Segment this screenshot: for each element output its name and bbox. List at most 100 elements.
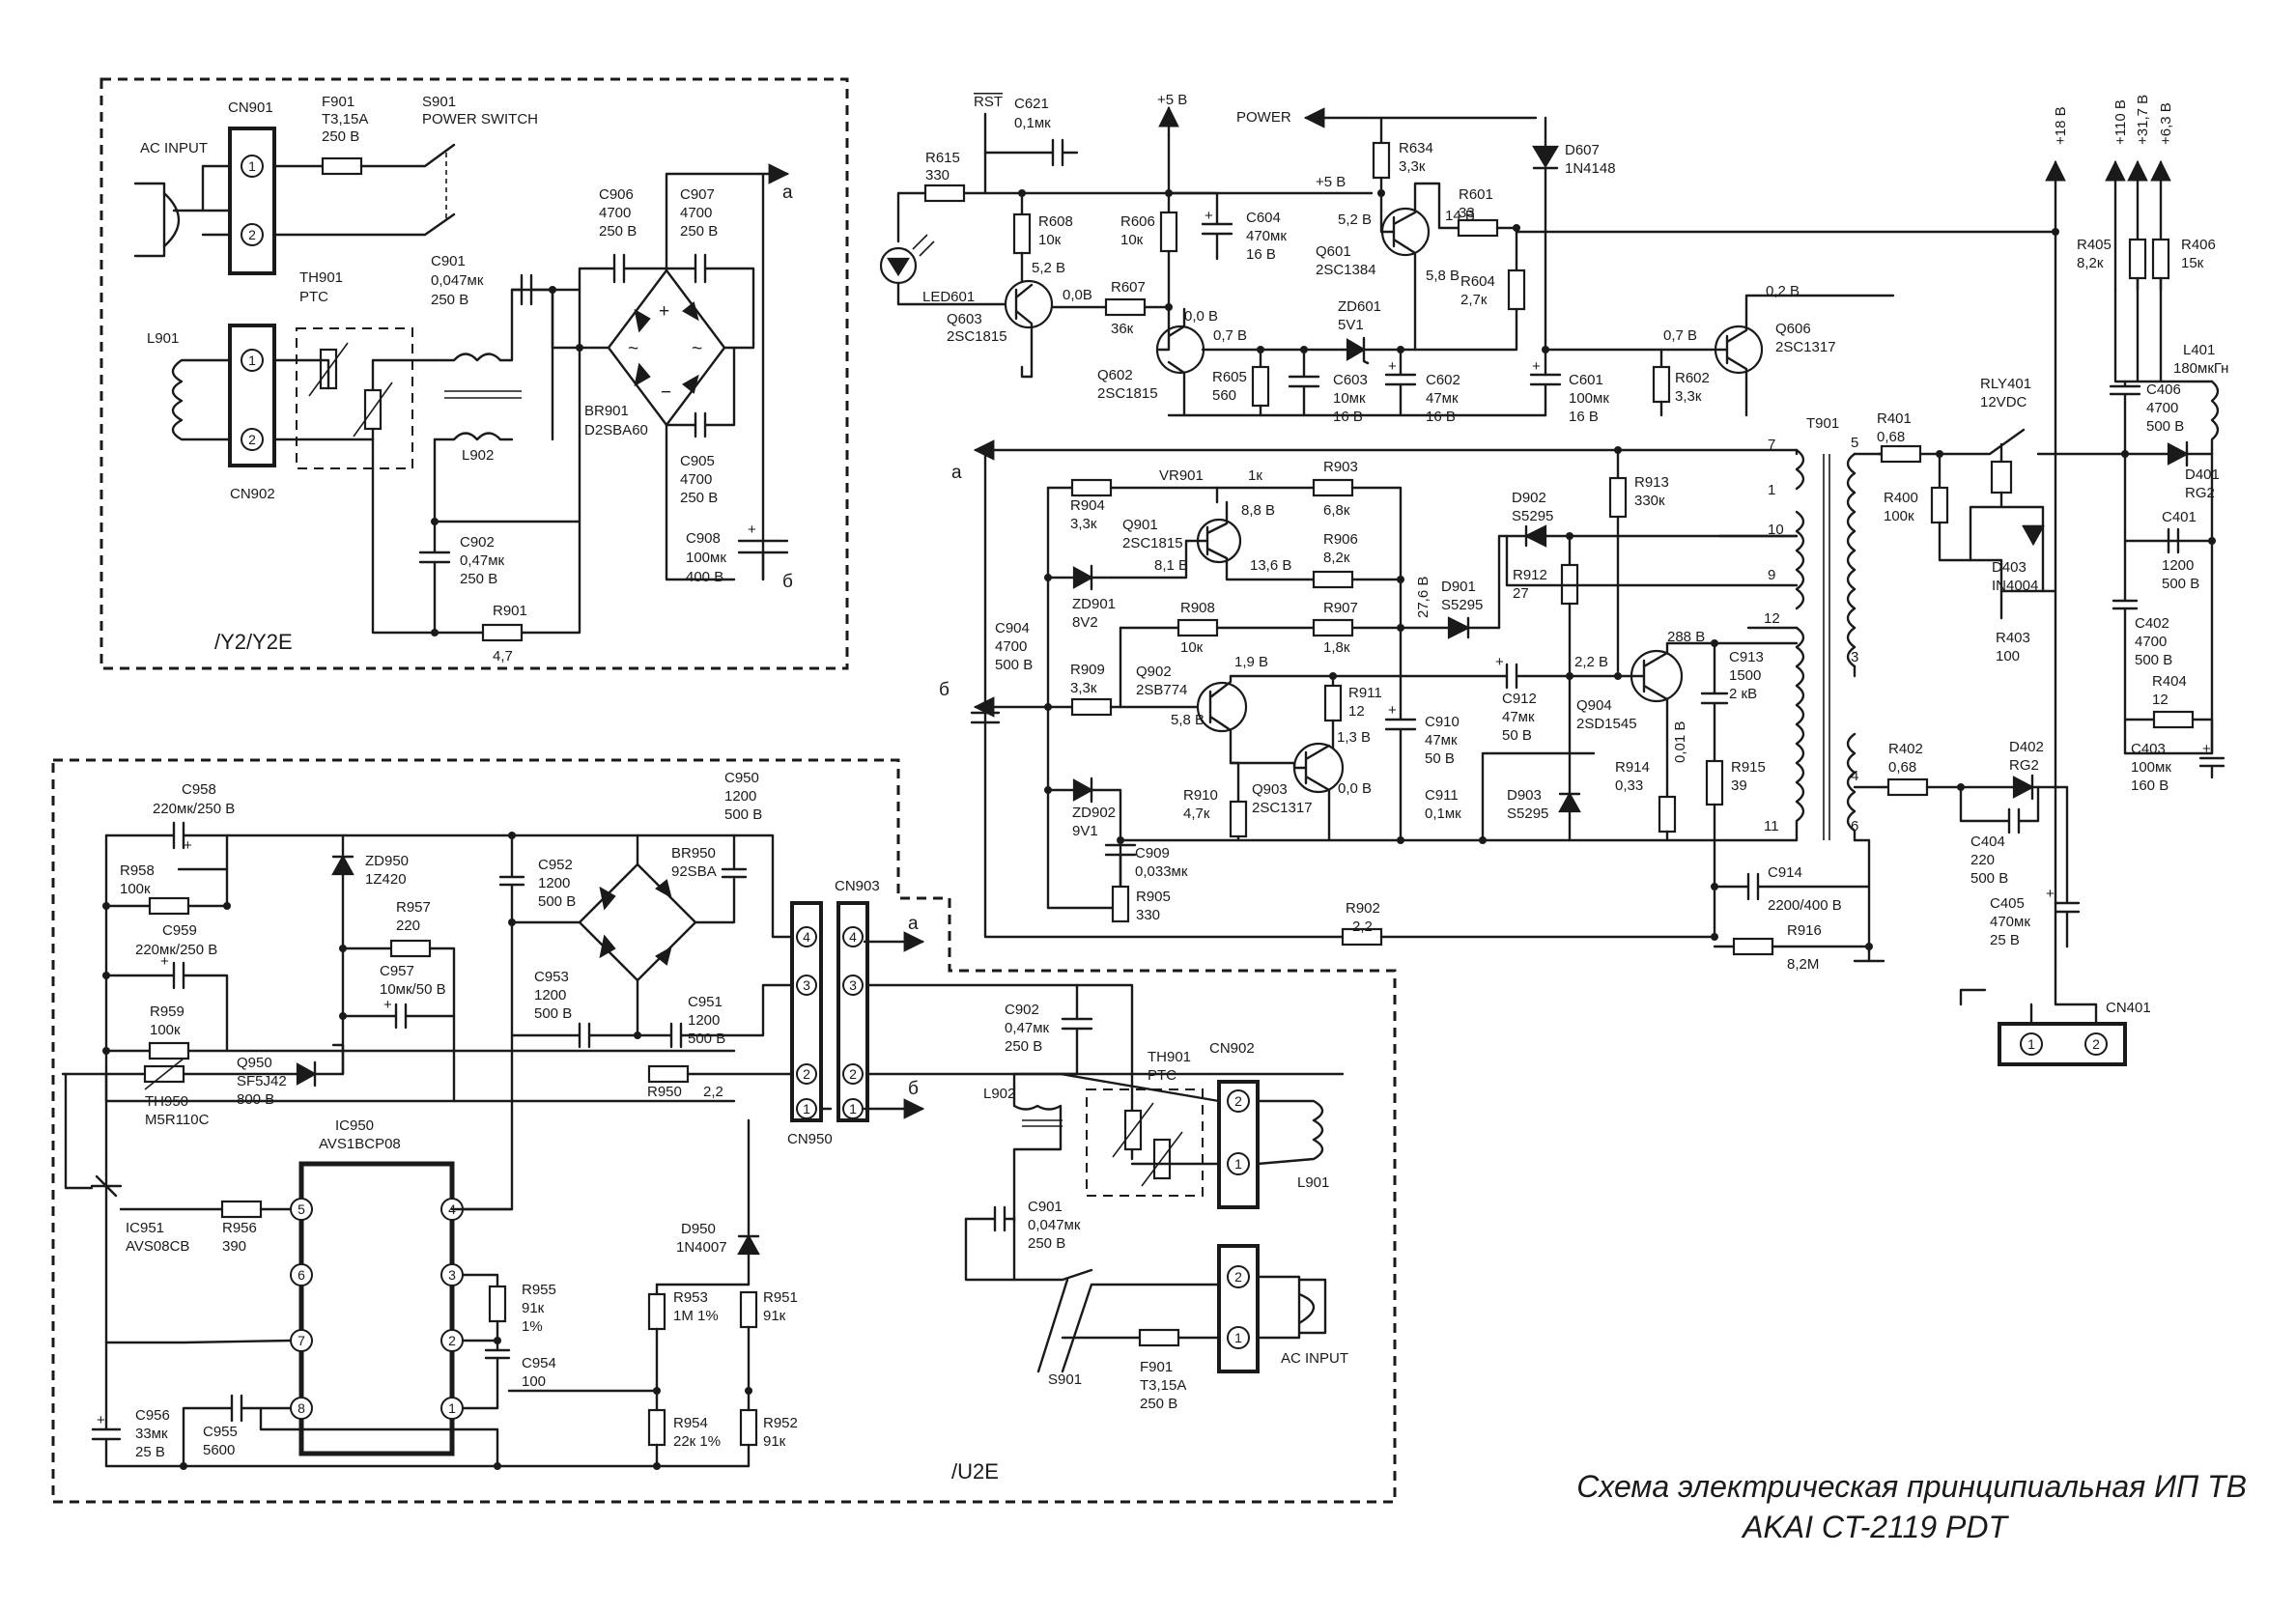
label-u2-block-r959-1: 100к bbox=[150, 1022, 181, 1038]
svg-text:+: + bbox=[2202, 741, 2211, 757]
label-y2-block-c902-2: 250 В bbox=[460, 571, 497, 587]
svg-text:2: 2 bbox=[803, 1066, 810, 1082]
label-y2-block-l901: L901 bbox=[147, 330, 179, 347]
top-control-block: RST C621 0,1мк +5 В POWER R615 330 LED60… bbox=[879, 92, 2057, 425]
label-right-block-r402-0: R402 bbox=[1888, 741, 1923, 757]
label-right-block-c402-1: 4700 bbox=[2135, 634, 2167, 650]
label-top-block-plus5-top: +5 В bbox=[1157, 92, 1187, 108]
label-u2-block-r952-0: R952 bbox=[763, 1415, 798, 1431]
label-top-block-c601-0: C601 bbox=[1569, 372, 1603, 388]
label-right-block-l401-0: L401 bbox=[2183, 342, 2215, 358]
label-mid-block-c904-2: 500 В bbox=[995, 657, 1033, 673]
label-u2-block-th901-0: TH901 bbox=[1148, 1049, 1191, 1065]
label-y2-block-c905-2: 250 В bbox=[680, 490, 718, 506]
svg-text:8: 8 bbox=[298, 1400, 305, 1416]
label-mid-block-zd901-1: 8V2 bbox=[1072, 614, 1098, 631]
label-top-block-r606-1: 10к bbox=[1120, 232, 1144, 248]
region-label-y2: /Y2/Y2E bbox=[214, 630, 293, 654]
label-y2-block-r901-1: 4,7 bbox=[493, 648, 513, 664]
label-right-block-c405-1: 470мк bbox=[1990, 914, 2030, 930]
label-u2-block-r957-0: R957 bbox=[396, 899, 431, 916]
svg-text:1: 1 bbox=[849, 1101, 857, 1116]
label-u2-block-c902-2: 250 В bbox=[1005, 1038, 1042, 1055]
label-top-block-c602-2: 16 В bbox=[1426, 409, 1456, 425]
label-mid-block-q904-0: Q904 bbox=[1576, 697, 1612, 714]
label-right-block-r406-0: R406 bbox=[2181, 237, 2216, 253]
label-mid-block-r916-0: R916 bbox=[1787, 922, 1822, 939]
label-top-block-c604-2: 16 В bbox=[1246, 246, 1276, 263]
label-u2-block-c901-2: 250 В bbox=[1028, 1235, 1065, 1252]
label-u2-block-ac-input: AC INPUT bbox=[1281, 1350, 1348, 1367]
label-top-block-v52b: 5,2 В bbox=[1338, 212, 1372, 228]
label-top-block-v02: 0,2 В bbox=[1766, 283, 1800, 299]
label-top-block-q603-1: 2SC1815 bbox=[947, 328, 1007, 345]
svg-text:−: − bbox=[661, 382, 671, 403]
label-top-block-r601-1: 33 bbox=[1459, 205, 1475, 221]
label-mid-block-c909-0: C909 bbox=[1135, 845, 1170, 862]
label-mid-block-r902-0: R902 bbox=[1346, 900, 1380, 917]
label-u2-block-d950-0: D950 bbox=[681, 1221, 716, 1237]
label-right-block-r403-0: R403 bbox=[1996, 630, 2030, 646]
label-y2-block-f901-2: 250 В bbox=[322, 128, 359, 145]
svg-text:+: + bbox=[160, 953, 169, 970]
label-u2-block-r950-1: 2,2 bbox=[703, 1084, 723, 1100]
svg-text:1: 1 bbox=[248, 158, 256, 174]
f901-fuse bbox=[321, 156, 363, 176]
r615-resistor bbox=[923, 184, 966, 203]
label-mid-block-r906-1: 8,2к bbox=[1323, 550, 1350, 566]
label-mid-block-pins-9: 5 bbox=[1851, 435, 1858, 451]
svg-text:1: 1 bbox=[1234, 1330, 1242, 1345]
svg-text:3: 3 bbox=[849, 977, 857, 993]
ac-input-label: AC INPUT bbox=[140, 140, 208, 156]
label-right-block-c402-2: 500 В bbox=[2135, 652, 2172, 668]
l901-coil bbox=[171, 358, 232, 441]
label-u2-block-s901: S901 bbox=[1048, 1371, 1082, 1388]
label-y2-block-c901-2: 250 В bbox=[431, 292, 468, 308]
label-mid-block-r915-0: R915 bbox=[1731, 759, 1766, 776]
label-y2-block-br901-1: D2SBA60 bbox=[584, 422, 648, 438]
label-mid-block-r914-1: 0,33 bbox=[1615, 777, 1643, 794]
label-top-block-led601: LED601 bbox=[922, 289, 975, 305]
label-u2-block-c902-0: C902 bbox=[1005, 1002, 1039, 1018]
label-mid-block-c909-1: 0,033мк bbox=[1135, 863, 1188, 880]
label-mid-block-r912-1: 27 bbox=[1513, 585, 1529, 602]
label-right-block-c402-0: C402 bbox=[2135, 615, 2169, 632]
label-u2-block-c954-1: 100 bbox=[522, 1373, 546, 1390]
svg-text:+: + bbox=[383, 997, 392, 1013]
label-mid-block-r909-1: 3,3к bbox=[1070, 680, 1097, 696]
label-u2-block-th901-1: PTC bbox=[1148, 1067, 1176, 1084]
svg-text:+: + bbox=[1495, 654, 1504, 670]
label-right-block-c404-2: 500 В bbox=[1970, 870, 2008, 887]
label-mid-block-pins-3: 9 bbox=[1768, 567, 1775, 583]
label-u2-block-r956-1: 390 bbox=[222, 1238, 246, 1255]
svg-text:4: 4 bbox=[803, 929, 810, 945]
label-right-block-r402-1: 0,68 bbox=[1888, 759, 1916, 776]
label-top-block-v58: 5,8 В bbox=[1426, 268, 1460, 284]
svg-text:2: 2 bbox=[448, 1333, 456, 1348]
label-y2-block-c905-0: C905 bbox=[680, 453, 715, 469]
label-mid-block-r910-0: R910 bbox=[1183, 787, 1218, 804]
label-top-block-r634-0: R634 bbox=[1399, 140, 1433, 156]
label-y2-block-c901-0: C901 bbox=[431, 253, 466, 269]
label-mid-block-zd901-0: ZD901 bbox=[1072, 596, 1116, 612]
label-top-block-r607-1: 36к bbox=[1111, 321, 1134, 337]
ac-plug-icon bbox=[133, 182, 166, 258]
label-u2-block-c953-2: 500 В bbox=[534, 1005, 572, 1022]
label-right-block-rly401-0: RLY401 bbox=[1980, 376, 2031, 392]
label-u2-block-c954-0: C954 bbox=[522, 1355, 556, 1371]
cn901-label: CN901 bbox=[228, 99, 273, 116]
label-y2-block-c906-1: 4700 bbox=[599, 205, 631, 221]
label-u2-block-c957-0: C957 bbox=[380, 963, 414, 979]
label-mid-block-r908-0: R908 bbox=[1180, 600, 1215, 616]
label-y2-block-s901-1: POWER SWITCH bbox=[422, 111, 538, 127]
label-right-block-cn401: CN401 bbox=[2106, 1000, 2151, 1016]
label-mid-block-q904-1: 2SD1545 bbox=[1576, 716, 1637, 732]
label-u2-block-cn903: CN903 bbox=[835, 878, 880, 894]
label-u2-block-l901: L901 bbox=[1297, 1174, 1329, 1191]
label-top-block-rst: RST bbox=[974, 94, 1003, 110]
label-u2-block-r952-1: 91к bbox=[763, 1433, 786, 1450]
label-right-block-l401-1: 180мкГн bbox=[2173, 360, 2228, 377]
label-right-block-c401-2: 500 В bbox=[2162, 576, 2199, 592]
label-right-block-r404-0: R404 bbox=[2152, 673, 2187, 690]
label-mid-block-c904-1: 4700 bbox=[995, 638, 1027, 655]
